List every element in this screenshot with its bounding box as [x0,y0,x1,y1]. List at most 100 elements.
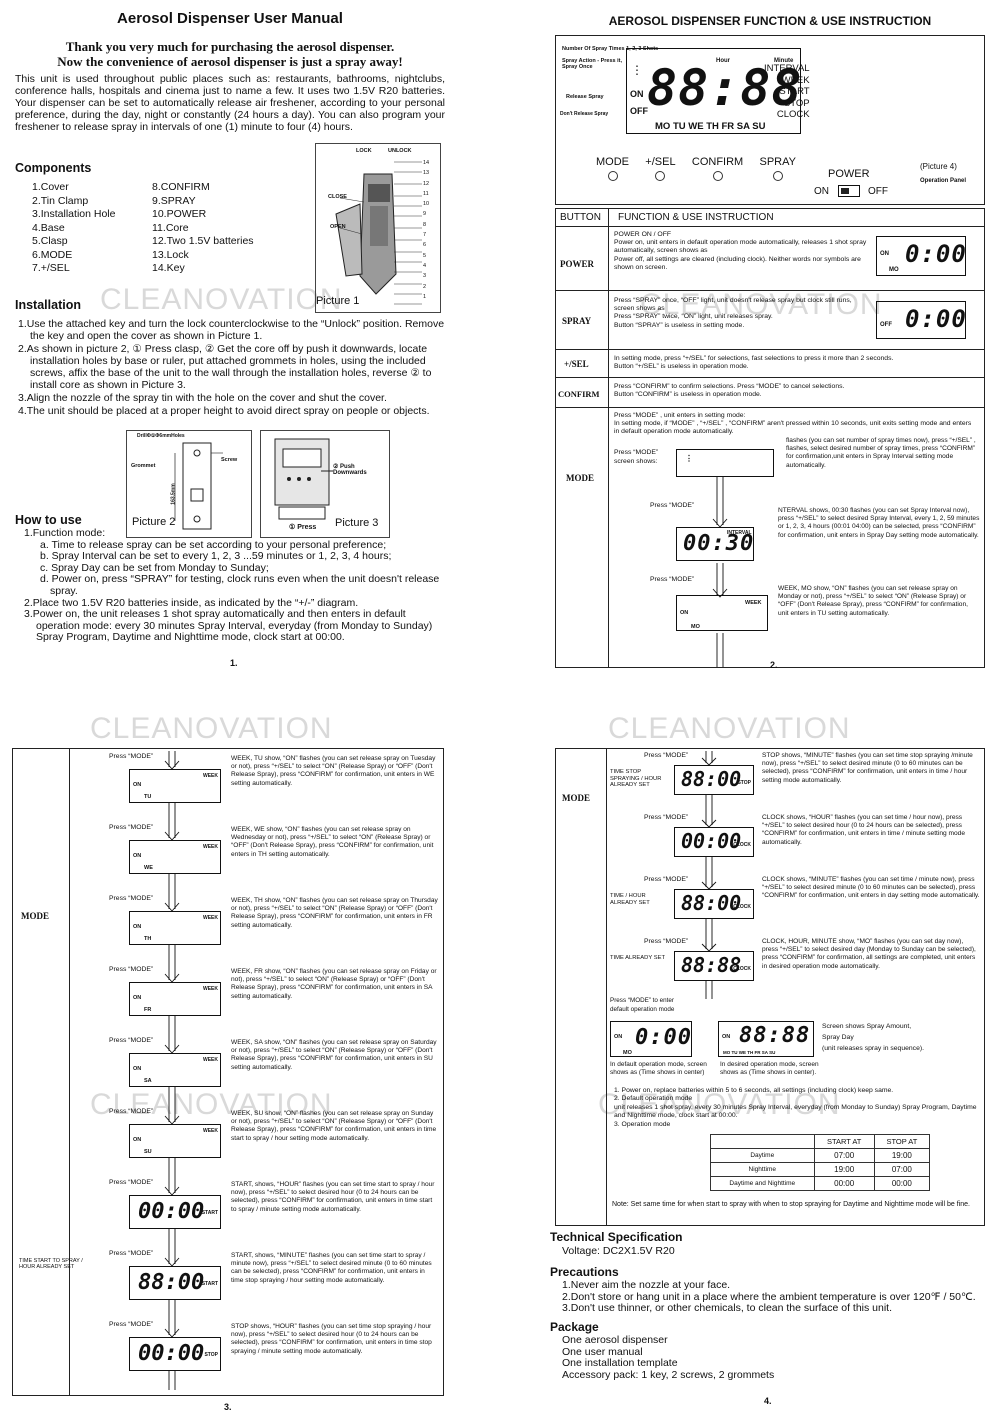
flow-arrow [164,1106,180,1177]
table-cell: 07:00 [873,1162,931,1177]
lcd-digits: 0:00 [905,305,967,333]
lcd-on: ON [630,89,644,99]
table-cell: Daytime [710,1148,815,1163]
drill-label: DrillΦ①Φ6mmHoles [137,433,185,439]
flow-arrow [701,751,717,813]
label-hour: Hour [716,58,730,64]
lcd-tag: WEEK [203,986,218,992]
press-mode-label: Press “MODE” [109,895,154,902]
panel-button-mode[interactable]: MODE [596,156,629,181]
panel-button-confirm[interactable]: CONFIRM [692,156,743,181]
picture-1-caption: Picture 1 [316,295,360,307]
component-item: 6.MODE [32,248,73,261]
panel-button-label: SPRAY [759,156,796,168]
lcd-on: ON [722,1034,731,1040]
label-spray-action: Spray Action - Press it, Spray Once [562,58,623,70]
lcd-tag: START [201,1281,218,1287]
grommet-label: Grommet [131,463,156,469]
row-sel-label: +/SEL [564,359,589,369]
press-mode-label: Press “MODE” [109,1037,154,1044]
press-label: ① Press [289,524,317,531]
lcd-tag: STOP [204,1352,218,1358]
lcd-day: WE [144,865,153,871]
table-cell: 00:00 [813,1176,875,1191]
panel-button-label: MODE [596,156,629,168]
lcd-tag: CLOCK [733,966,751,972]
page-title: Aerosol Dispenser User Manual [117,10,343,27]
part-number: 9 [423,211,427,218]
install-step: 2.As shown in picture 2, ① Press clasp, … [18,343,432,391]
note-line: 1. Power on, replace batteries within 5 … [614,1087,894,1094]
howto-step: 3.Power on, the unit releases 1 shot spr… [24,608,433,644]
part-number: 12 [423,180,430,187]
power-switch[interactable] [838,185,860,197]
howto-step: c. Spray Day can be set from Monday to S… [40,561,269,574]
component-item: 5.Clasp [32,235,68,247]
power-text: POWER ON / OFF Power on, unit enters in … [614,231,867,271]
press-mode-label: Press “MODE” [644,814,689,821]
picture-3-caption: Picture 3 [335,517,379,529]
lcd-tag: CLOCK [733,904,751,910]
screen-shows-note: Screen shows Spray Amount,Spray Day(unit… [822,1021,982,1054]
col-button: BUTTON [560,212,601,223]
component-item: 1.Cover [32,181,69,193]
page-number: 3. [224,1402,232,1412]
lcd-digits: 88:00 [681,767,742,791]
flow-arrow [701,875,717,937]
lcd-on: ON [133,853,142,859]
press-mode-label: Press “MODE” [109,1108,154,1115]
mode-lcd-1: ⋮ [676,449,774,477]
part-number: 2 [423,283,427,290]
page-3: CLEANOVATION CLEANOVATION MODE Press “MO… [10,712,450,1412]
precautions-list: 1.Never aim the nozzle at your face.2.Do… [562,1279,990,1315]
sel-text: In setting mode, press “+/SEL” for selec… [614,355,894,371]
installation-steps: 1.Use the attached key and turn the lock… [18,318,448,418]
component-item: 4.Base [32,221,65,234]
lcd-mo: MO [691,624,700,630]
lcd-indicator: WEEK [781,74,810,86]
part-number: 8 [423,221,427,228]
desired-lcd: 88:88 ON MO TU WE TH FR SA SU [718,1021,814,1057]
step-text: WEEK, FR show, “ON” flashes (you can set… [231,968,437,1000]
component-item: 7.+/SEL [32,262,70,274]
press-mode-label: Press “MODE” [109,824,154,831]
lcd-digits: 88:00 [138,1270,205,1295]
table-cell: Nighttime [710,1162,815,1177]
spray-text: Press “SPRAY” once, “OFF” light, unit do… [614,297,852,329]
unlock-label: UNLOCK [388,148,412,154]
package-item: One user manual [562,1345,643,1358]
lcd-indicator: CLOCK [776,109,810,120]
table-cell: 19:00 [873,1148,931,1163]
power-lcd: 0:00 ON MO [876,236,966,276]
push-label: ② Push Downwards [333,464,367,476]
precaution-item: 2.Don't store or hang unit in a place wh… [562,1290,976,1303]
lcd-day: FR [144,1007,152,1013]
lcd-on: ON [133,995,142,1001]
panel-button-sel[interactable]: +/SEL [645,156,676,181]
screen-shows-line: (unit releases spray in sequence). [822,1045,925,1052]
press-mode-label: Press “MODE” [109,966,154,973]
step-text: WEEK, TH show, “ON” flashes (you can set… [231,897,438,929]
button-circle [607,171,618,181]
part-number: 13 [423,170,430,177]
lcd-tag: WEEK [203,1128,218,1134]
panel-button-spray[interactable]: SPRAY [760,156,796,181]
press-mode-label: Press “MODE” [109,753,154,760]
panel-button-label: +/SEL [645,156,676,168]
watermark: CLEANOVATION [608,712,851,745]
press-mode-shows: Press “MODE” screen shows: [614,449,659,465]
col-function: FUNCTION & USE INSTRUCTION [618,212,774,223]
precaution-item: 3.Don't use thinner, or other chemicals,… [562,1302,893,1314]
row-mode-label: MODE [21,911,49,921]
page-number: 1. [230,658,238,668]
